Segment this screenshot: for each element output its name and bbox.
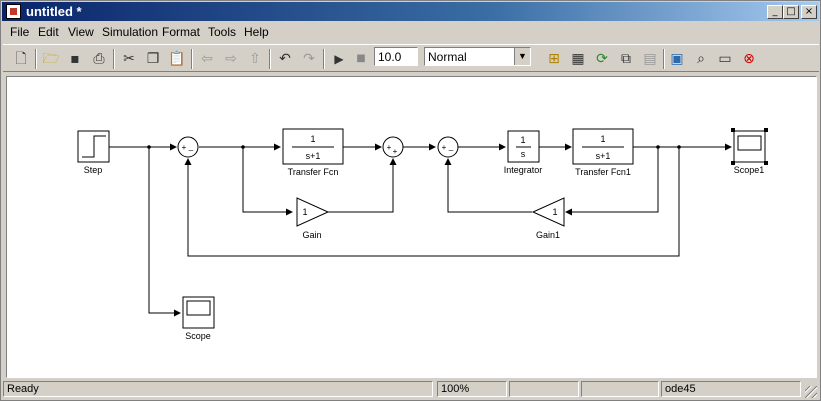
block-diagram: Step + _ 1 s+1 Transfer Fcn 1 Gain [77,128,768,341]
simulation-mode-value: Normal [428,50,467,64]
transfer-fcn1-denominator: s+1 [596,151,611,161]
toolbar-separator [663,49,665,69]
scope-block[interactable] [182,296,215,329]
build-model-icon[interactable]: ⊞ [548,51,560,67]
status-cell-empty [509,381,579,397]
model-explorer-icon[interactable]: ⌕ [697,51,705,67]
maximize-button[interactable]: □ [783,5,799,19]
toolbar: 🗋 🗁 ▪ ⎙ ✂ ❐ 📋 ⇦ ⇨ ⇧ ↶ ↷ ▶ ■ ⊞ ▦ ⟳ ⧉ ▤ ▣ … [3,44,819,72]
transfer-fcn1-label: Transfer Fcn1 [575,167,631,177]
sum1-sign-minus: _ [188,142,194,151]
transfer-fcn-label: Transfer Fcn [288,167,339,177]
integrator-label: Integrator [504,165,543,175]
toolbar-separator [323,49,325,69]
menu-file[interactable]: File [10,25,30,39]
status-bar: Ready 100% ode45 [3,380,819,400]
menu-bar: File Edit View Simulation Format Tools H… [3,23,819,42]
gain1-value: 1 [552,207,557,217]
menu-tools[interactable]: Tools [208,25,237,39]
simulink-app-icon [6,4,21,19]
save-icon[interactable]: ▪ [70,51,80,67]
grid-icon[interactable]: ▤ [643,51,657,67]
gain-value: 1 [302,207,307,217]
gain1-block[interactable] [531,197,565,227]
stop-debug-icon[interactable]: ⊗ [743,51,755,67]
copy-icon[interactable]: ❐ [146,51,160,67]
back-arrow-icon[interactable]: ⇦ [201,51,213,67]
open-folder-icon[interactable]: 🗁 [42,51,60,67]
sum2-sign-bottom: + [393,147,398,156]
undo-icon[interactable]: ↶ [279,51,291,67]
sum2-sign-left: + [387,143,392,152]
redo-icon[interactable]: ↷ [303,51,315,67]
refresh-icon[interactable]: ⟳ [596,51,608,67]
minimize-button[interactable]: _ [767,5,783,19]
transfer-fcn1-numerator: 1 [600,134,605,144]
scope1-label: Scope1 [734,165,765,175]
start-simulation-icon[interactable]: ▶ [334,52,344,66]
transfer-fcn-block[interactable] [282,128,344,165]
new-model-icon[interactable]: 🗋 [15,51,27,67]
status-text: Ready [3,381,433,397]
integrator-denominator: s [521,149,526,159]
integrator-numerator: 1 [520,135,525,145]
transfer-fcn-numerator: 1 [310,134,315,144]
close-button[interactable]: × [801,5,817,19]
sum-block-1[interactable] [177,136,199,158]
stop-time-input[interactable]: 10.0 [374,47,418,66]
sum1-sign-plus: + [182,143,187,152]
paste-icon[interactable]: 📋 [168,51,186,67]
menu-format[interactable]: Format [162,25,201,39]
step-block[interactable] [77,130,110,163]
sum3-sign-plus: + [442,143,447,152]
toolbar-separator [191,49,193,69]
window-title: untitled * [26,4,82,19]
menu-edit[interactable]: Edit [38,25,59,39]
sum-block-2[interactable] [382,136,404,158]
debugger-icon[interactable]: ▭ [718,51,732,67]
update-diagram-icon[interactable]: ▦ [571,51,585,67]
gain1-label: Gain1 [536,230,560,240]
transfer-fcn-denominator: s+1 [306,151,321,161]
gain-block[interactable] [296,197,330,227]
menu-help[interactable]: Help [244,25,269,39]
menu-view[interactable]: View [68,25,94,39]
model-canvas[interactable]: Step + _ 1 s+1 Transfer Fcn 1 Gain [6,76,817,378]
sum-block-3[interactable] [437,136,459,158]
integrator-block[interactable] [507,130,540,163]
print-icon[interactable]: ⎙ [93,51,105,67]
stop-simulation-icon[interactable]: ■ [356,53,366,64]
up-arrow-icon[interactable]: ⇧ [249,51,261,67]
forward-arrow-icon[interactable]: ⇨ [225,51,237,67]
cut-icon[interactable]: ✂ [123,51,135,67]
zoom-level: 100% [437,381,507,397]
title-bar[interactable]: untitled * _ □ × [2,2,819,21]
solver-name: ode45 [661,381,801,397]
transfer-fcn1-block[interactable] [572,128,634,165]
build-subsystem-icon[interactable]: ⧉ [621,51,631,67]
library-browser-icon[interactable]: ▣ [670,51,684,67]
menu-simulation[interactable]: Simulation [102,25,159,39]
sum3-sign-minus: _ [448,142,454,151]
toolbar-separator [35,49,37,69]
simulation-mode-select[interactable]: Normal ▼ [424,47,531,66]
status-cell-empty [581,381,659,397]
gain-label: Gain [302,230,321,240]
chevron-down-icon[interactable]: ▼ [514,48,530,65]
step-label: Step [84,165,103,175]
toolbar-separator [269,49,271,69]
scope-label: Scope [185,331,211,341]
scope1-block[interactable] [731,128,768,165]
resize-grip[interactable] [805,386,817,398]
toolbar-separator [113,49,115,69]
